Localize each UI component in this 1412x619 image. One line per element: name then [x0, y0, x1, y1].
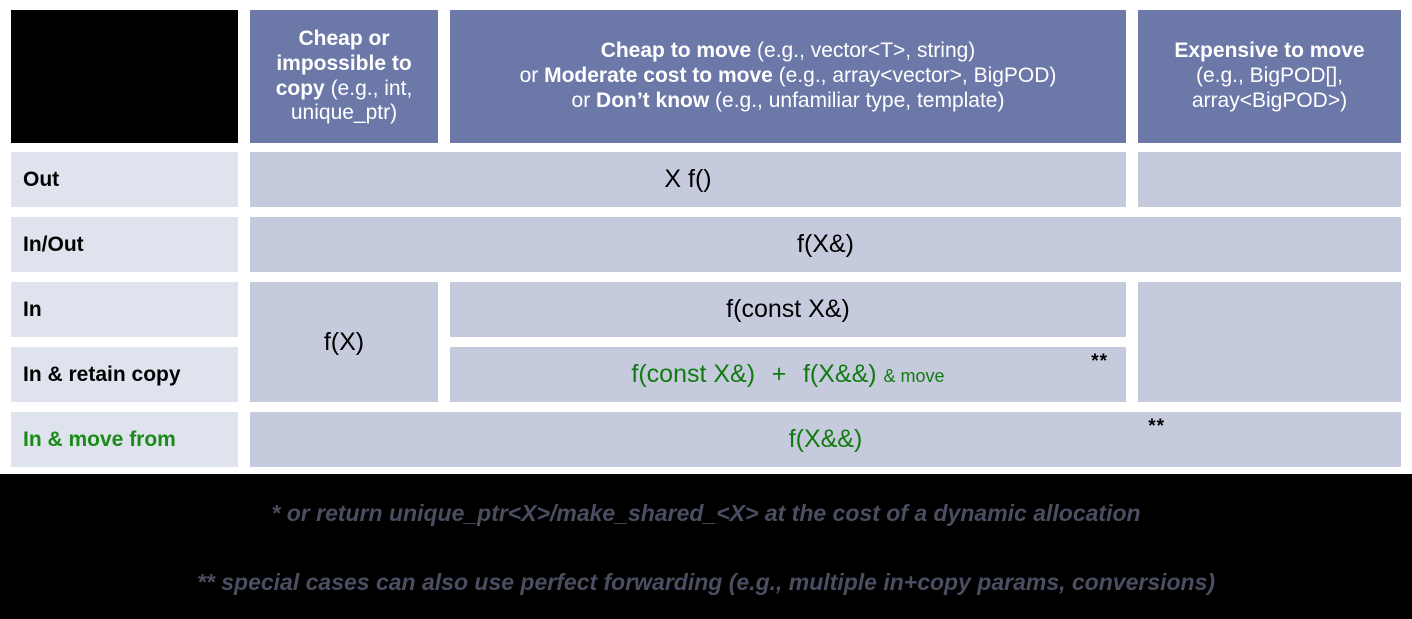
header-line-rest: unique_ptr)	[290, 101, 398, 125]
cell-text: f(X)	[323, 327, 365, 356]
header-line-bold: impossible to	[276, 51, 412, 75]
row-label-out: Out	[11, 152, 238, 207]
row-label-text: Out	[23, 167, 60, 191]
cell-in-out-main: f(X&)	[250, 217, 1401, 272]
header-line-prefix: or	[571, 88, 597, 112]
cell-text-part2: f(X&&)	[802, 360, 877, 388]
cell-text: f(X&&)	[788, 425, 863, 453]
header-line-rest: array<BigPOD>)	[1191, 88, 1348, 112]
header-line-rest: (e.g., array<vector>, BigPOD)	[772, 64, 1057, 88]
header-line-bold: Cheap or	[298, 26, 390, 50]
header-line-rest: (e.g., BigPOD[],	[1195, 64, 1344, 88]
cell-in-expensive-empty	[1138, 282, 1401, 402]
cell-out-main: X f()	[250, 152, 1126, 207]
row-label-in-move-from: In & move from	[11, 412, 238, 467]
header-line-rest: (e.g., int,	[324, 76, 413, 100]
footnotes-band: * or return unique_ptr<X>/make_shared_<X…	[0, 474, 1412, 619]
footnote-single-asterisk: * or return unique_ptr<X>/make_shared_<X…	[271, 500, 1141, 526]
row-label-text: In & retain copy	[23, 362, 181, 386]
guidance-table: Cheap or impossible to copy (e.g., int, …	[0, 0, 1412, 474]
header-line-rest: (e.g., vector<T>, string)	[751, 39, 976, 63]
header-line-rest: (e.g., unfamiliar type, template)	[709, 88, 1005, 112]
row-label-in: In	[11, 282, 238, 337]
row-label-in-out: In/Out	[11, 217, 238, 272]
row-label-text: In & move from	[23, 427, 176, 451]
header-line-bold: copy	[275, 76, 325, 100]
row-label-text: In/Out	[23, 232, 84, 256]
cell-text: f(const X&)	[726, 295, 850, 323]
cell-in-cheap-copy-fx: f(X)	[250, 282, 438, 402]
header-cheap-to-move: Cheap to move (e.g., vector<T>, string) …	[450, 10, 1126, 143]
cell-out-expensive-empty	[1138, 152, 1401, 207]
row-label-text: In	[23, 297, 42, 321]
footnote-marker-double-asterisk: **	[1148, 416, 1165, 437]
header-line-bold: Expensive to move	[1174, 39, 1365, 63]
row-label-in-retain-copy: In & retain copy	[11, 347, 238, 402]
header-line-bold: Moderate cost to move	[544, 64, 773, 88]
cell-text: X f()	[664, 165, 712, 193]
cell-in-retain-copy-main: f(const X&) + f(X&&) & move **	[450, 347, 1126, 402]
cell-text-plus: +	[771, 360, 787, 388]
header-line-bold: Cheap to move	[600, 39, 752, 63]
header-expensive-to-move: Expensive to move (e.g., BigPOD[], array…	[1138, 10, 1401, 143]
header-cheap-or-impossible-to-copy: Cheap or impossible to copy (e.g., int, …	[250, 10, 438, 143]
header-line-prefix: or	[519, 64, 545, 88]
cell-text-note: & move	[883, 366, 945, 386]
cell-text-part1: f(const X&)	[631, 360, 756, 388]
table-corner-block	[11, 10, 238, 143]
header-line-bold: Don’t know	[596, 88, 710, 112]
cell-in-move-from-main: f(X&&) **	[250, 412, 1401, 467]
footnote-double-asterisk: ** special cases can also use perfect fo…	[196, 569, 1216, 595]
cell-in-main: f(const X&)	[450, 282, 1126, 337]
cell-text: f(X&)	[797, 230, 854, 258]
footnote-marker-double-asterisk: **	[1091, 351, 1108, 372]
